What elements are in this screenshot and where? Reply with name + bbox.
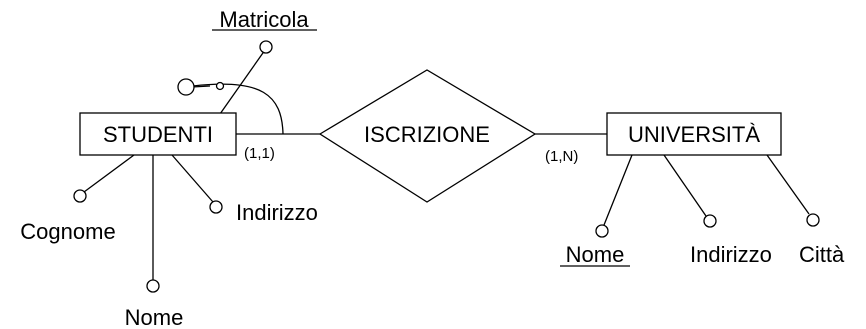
cardinality-studenti: (1,1): [244, 145, 275, 162]
attribute-cognome-label: Cognome: [20, 219, 115, 244]
citta-attribute-icon: [806, 213, 820, 227]
cognome-attribute-line: [83, 154, 135, 193]
identifier-junction-icon: [215, 81, 225, 91]
attribute-indirizzo-label: Indirizzo: [236, 200, 318, 225]
matricola-attribute-line: [219, 49, 266, 115]
entity-universita-label: UNIVERSITÀ: [628, 122, 760, 147]
universita-attribute-indirizzo-label: Indirizzo: [690, 242, 772, 267]
attribute-matricola-label: Matricola: [219, 7, 309, 32]
universita-nome-attribute-line: [603, 154, 633, 226]
citta-attribute-line: [766, 154, 810, 215]
nome-attribute-icon: [146, 279, 160, 293]
indirizzo-attribute-line: [171, 154, 214, 203]
identifier-attribute-icon: [177, 78, 195, 96]
entity-universita-box: [606, 112, 782, 156]
entity-studenti-box: [79, 112, 237, 156]
cognome-attribute-icon: [73, 189, 87, 203]
universita-attribute-nome-label: Nome: [566, 242, 625, 267]
universita-indirizzo-attribute-icon: [703, 214, 717, 228]
relationship-iscrizione-label: ISCRIZIONE: [364, 122, 490, 147]
entity-studenti-label: STUDENTI: [103, 122, 213, 147]
matricola-attribute-icon: [259, 40, 273, 54]
identifier-arc: [192, 83, 284, 135]
cardinality-universita: (1,N): [545, 148, 578, 165]
attribute-nome-label: Nome: [125, 305, 184, 329]
relationship-iscrizione-diamond: [318, 69, 537, 203]
universita-attribute-citta-label: Città: [799, 242, 845, 267]
identifier-connector: [191, 85, 211, 88]
universita-nome-attribute-icon: [595, 224, 609, 238]
indirizzo-attribute-icon: [209, 200, 223, 214]
universita-indirizzo-attribute-line: [663, 154, 707, 217]
